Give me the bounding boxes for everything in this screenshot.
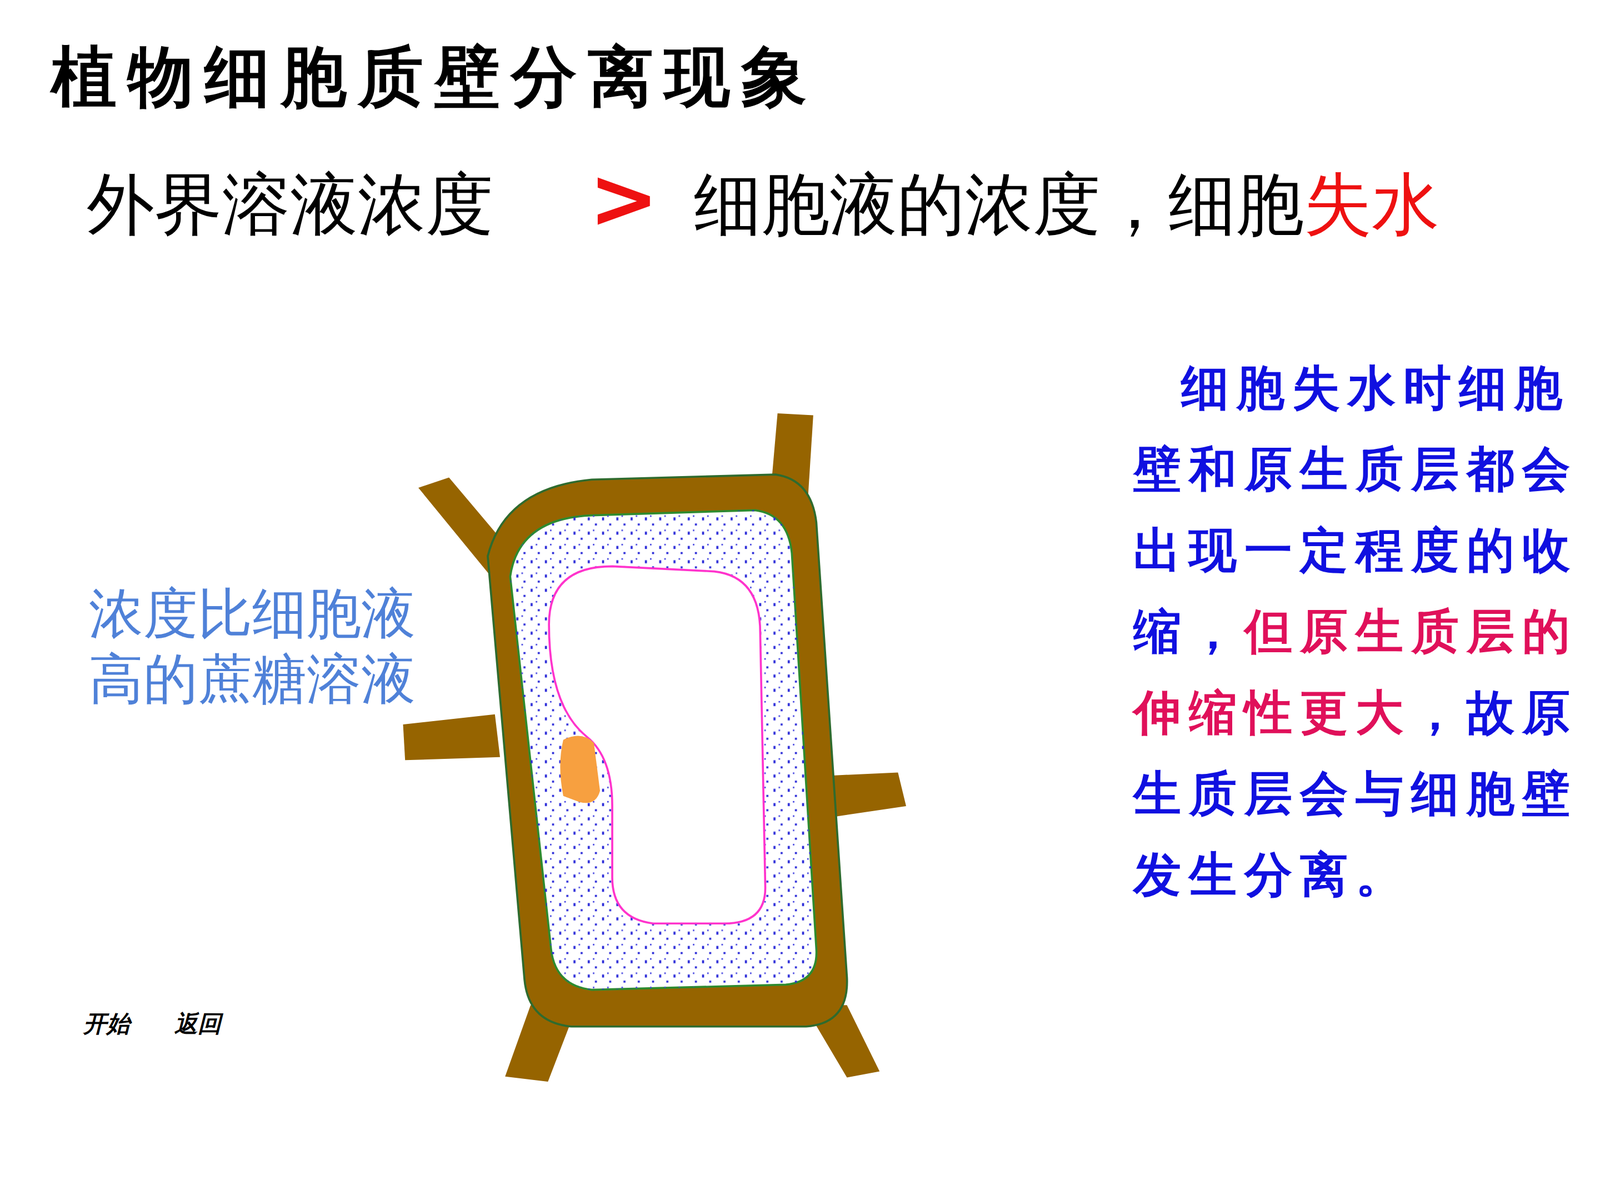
title-box: 植物细胞质壁分离现象 (51, 33, 818, 123)
neighbor-walls (403, 413, 907, 1082)
highlight-text: 失水 (1303, 165, 1440, 244)
solution-label: 浓度比细胞液高的蔗糖溶液 (88, 581, 416, 711)
statement-left: 外界溶液浓度 (86, 160, 494, 252)
nav-button: 返回 (174, 1010, 222, 1038)
comparison-sign: > (588, 150, 659, 247)
nav-button: 开始 (83, 1010, 130, 1038)
sucrose-solution-dots (510, 510, 817, 990)
cell-wall (487, 474, 848, 1027)
greater-sign: > (588, 150, 659, 247)
wall-inner-space (510, 510, 817, 990)
page-title: 植物细胞质壁分离现象 (51, 38, 818, 115)
condition-text: 细胞液的浓度，细胞 (693, 165, 1304, 244)
explanation-paragraph: 细胞失水时细胞壁和原生质层都会出现一定程度的收缩，但原生质层的伸缩性更大，故原生… (1133, 347, 1595, 915)
condition-text: 外界溶液浓度 (86, 165, 494, 244)
protoplast (548, 566, 765, 924)
nav-buttons: 开始 返回 (83, 1008, 266, 1040)
nucleus (560, 736, 600, 804)
solution-label: 浓度比细胞液高的蔗糖溶液 (88, 580, 422, 712)
statement-right: 细胞液的浓度，细胞失水 (693, 160, 1440, 252)
